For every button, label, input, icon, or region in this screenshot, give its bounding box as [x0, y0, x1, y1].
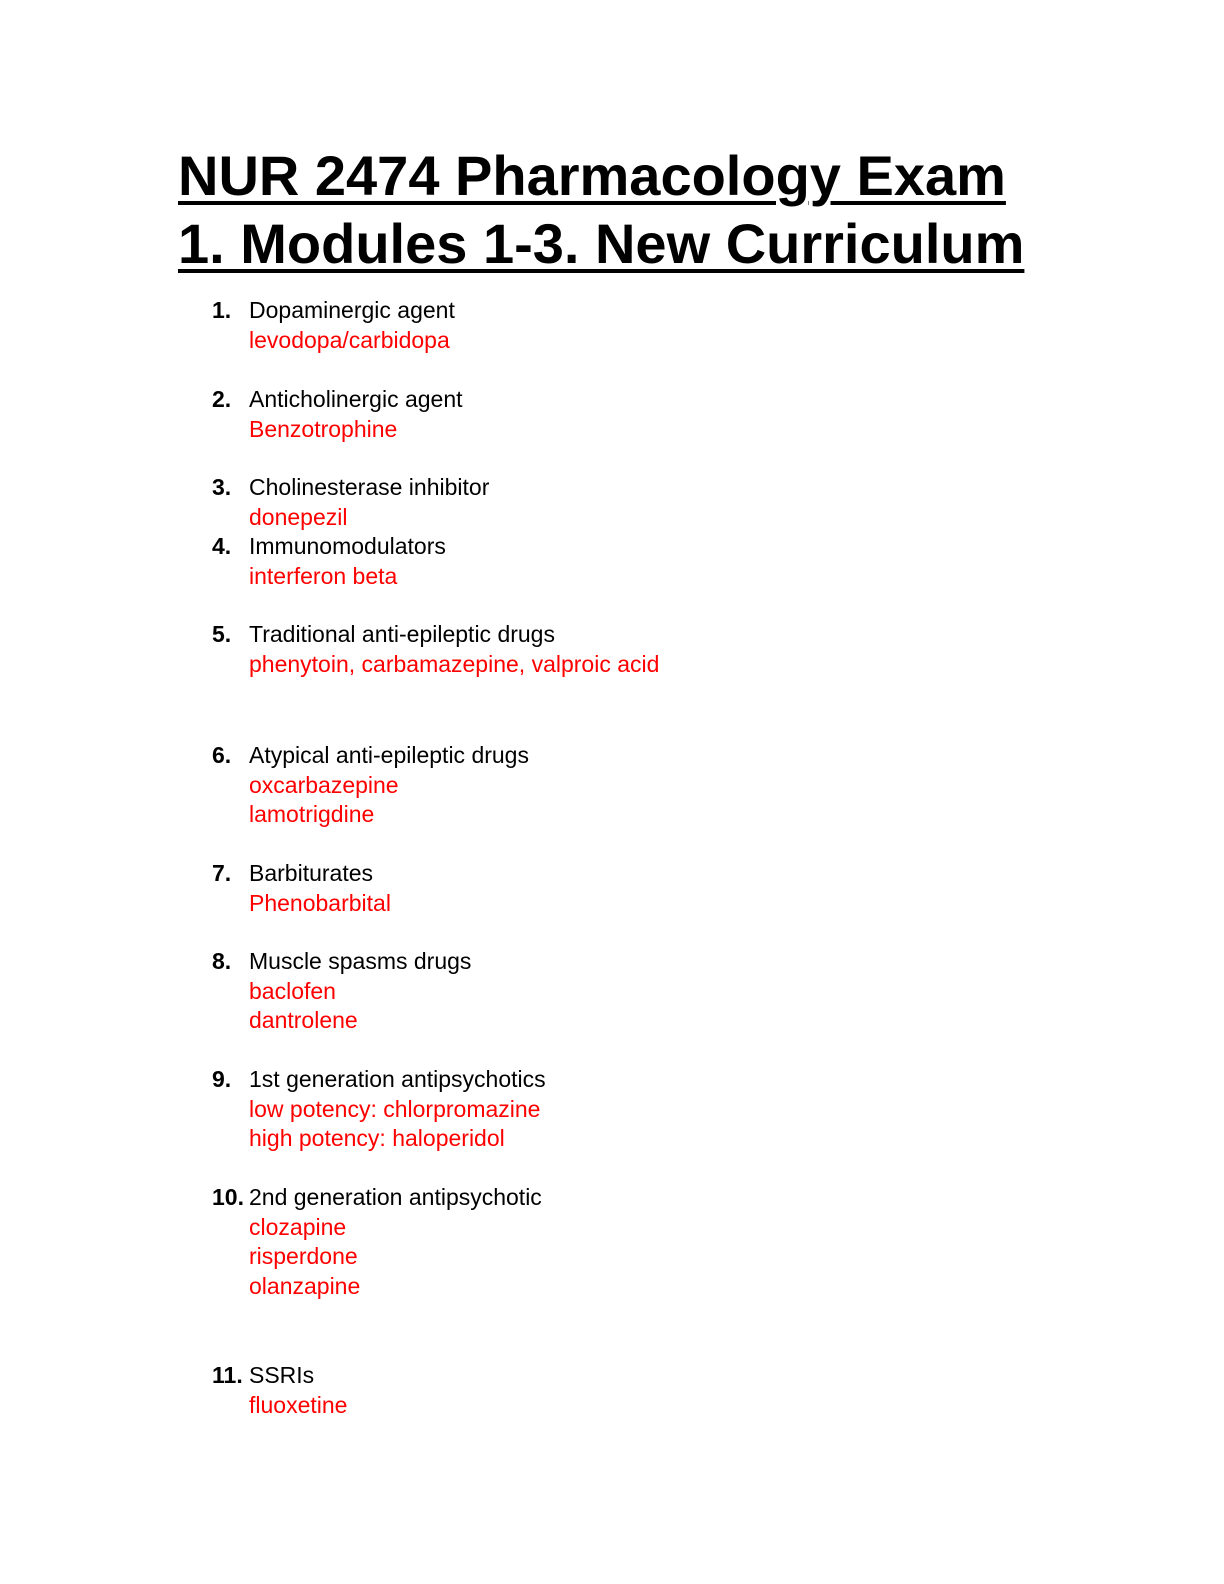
title-line-2: 1. Modules 1-3. New Curriculum — [178, 212, 1025, 275]
item-number: 7. — [212, 860, 232, 886]
item-label: 2nd generation antipsychotic — [249, 1184, 542, 1210]
item-label: Traditional anti-epileptic drugs — [249, 621, 555, 647]
list-item: 2. Anticholinergic agent Benzotrophine — [212, 385, 912, 444]
item-answer: olanzapine — [249, 1272, 361, 1299]
item-label: Immunomodulators — [249, 533, 446, 559]
item-label: 1st generation antipsychotics — [249, 1066, 546, 1092]
list-item: 4. Immunomodulators interferon beta — [212, 532, 912, 591]
item-answer: oxcarbazepine — [249, 771, 399, 798]
item-answer: low potency: chlorpromazine — [249, 1095, 541, 1122]
list-item: 9. 1st generation antipsychotics low pot… — [212, 1065, 912, 1154]
item-number: 11. — [212, 1362, 243, 1388]
item-number: 3. — [212, 474, 232, 500]
list-item: 7. Barbiturates Phenobarbital — [212, 859, 912, 918]
item-answer: fluoxetine — [249, 1391, 348, 1418]
item-answer: clozapine — [249, 1213, 347, 1240]
list-item: 8. Muscle spasms drugs baclofen dantrole… — [212, 947, 912, 1036]
item-answer: Phenobarbital — [249, 889, 391, 916]
list-item: 3. Cholinesterase inhibitor donepezil — [212, 473, 912, 532]
item-answer: risperdone — [249, 1243, 358, 1269]
item-number: 5. — [212, 621, 232, 647]
item-label: Dopaminergic agent — [249, 297, 455, 323]
item-answer: levodopa/carbidopa — [249, 326, 450, 353]
item-answer: baclofen — [249, 977, 336, 1004]
item-answer: phenytoin, carbamazepine, valproic acid — [249, 650, 660, 677]
item-label: Anticholinergic agent — [249, 386, 463, 412]
title-line-1: NUR 2474 Pharmacology Exam — [178, 144, 1006, 207]
item-answer: lamotrigdine — [249, 801, 375, 827]
item-answer: interferon beta — [249, 562, 398, 589]
list-item: 6. Atypical anti-epileptic drugs oxcarba… — [212, 741, 912, 830]
item-number: 4. — [212, 533, 232, 559]
list-item: 10. 2nd generation antipsychotic clozapi… — [212, 1183, 912, 1301]
list-item: 11. SSRIs fluoxetine — [212, 1361, 912, 1420]
item-answer: high potency: haloperidol — [249, 1125, 505, 1151]
item-number: 1. — [212, 297, 232, 323]
item-label: Cholinesterase inhibitor — [249, 474, 490, 500]
list-item: 1. Dopaminergic agent levodopa/carbidopa — [212, 296, 912, 355]
item-number: 6. — [212, 742, 232, 768]
item-number: 10. — [212, 1184, 244, 1210]
list-item: 5. Traditional anti-epileptic drugs phen… — [212, 620, 912, 679]
document-title: NUR 2474 Pharmacology Exam 1. Modules 1-… — [178, 142, 1058, 278]
item-label: Muscle spasms drugs — [249, 948, 472, 974]
item-label: SSRIs — [249, 1362, 315, 1388]
item-number: 9. — [212, 1066, 232, 1092]
item-answer: Benzotrophine — [249, 415, 398, 442]
item-label: Atypical anti-epileptic drugs — [249, 742, 529, 768]
item-answer: dantrolene — [249, 1007, 358, 1033]
item-label: Barbiturates — [249, 860, 374, 886]
item-answer: donepezil — [249, 503, 348, 530]
item-number: 2. — [212, 386, 232, 412]
item-number: 8. — [212, 948, 232, 974]
